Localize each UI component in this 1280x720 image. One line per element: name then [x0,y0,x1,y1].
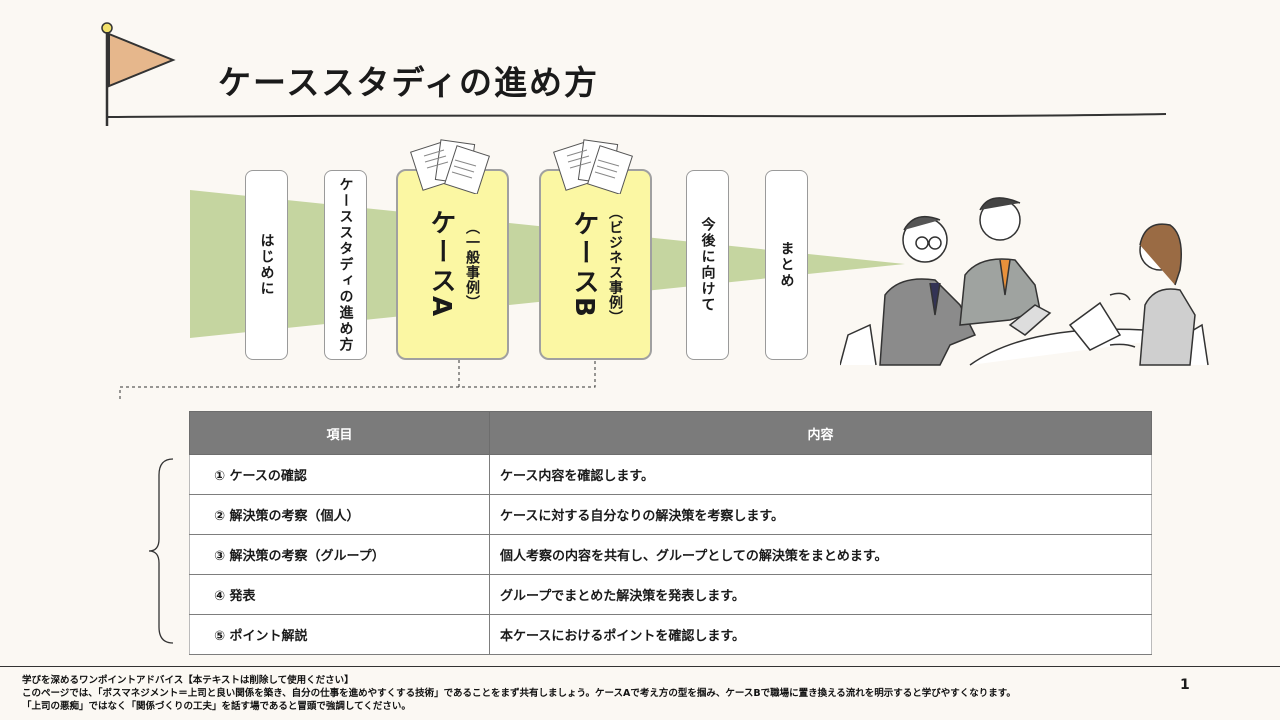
header-content: 内容 [489,411,1152,455]
stage-label: はじめに [258,233,275,297]
flag-icon [101,22,176,126]
stage-case-a: ケースA （一般事例） [396,169,509,360]
table-header-row: 項目 内容 [189,411,1152,455]
stage-label: 今後に向けて [699,217,716,313]
stage-how-to-proceed: ケーススタディの進め方 [324,170,367,360]
table-row: ② 解決策の考察（個人） ケースに対する自分なりの解決策を考察します。 [189,494,1152,535]
page-number: 1 [1180,677,1190,693]
footer-divider [0,666,1280,667]
advice-title: 学びを深めるワンポイントアドバイス【本テキストは削除して使用ください】 [22,675,354,686]
title-underline [108,113,1167,118]
case-a-label: ケースA [426,209,456,320]
header-item: 項目 [189,411,490,455]
meeting-illustration [840,197,1209,366]
steps-table: 項目 内容 ① ケースの確認 ケース内容を確認します。 ② 解決策の考察（個人）… [189,411,1152,655]
case-a-sub: （一般事例） [464,219,480,310]
table-row: ① ケースの確認 ケース内容を確認します。 [189,454,1152,495]
table-row: ④ 発表 グループでまとめた解決策を発表します。 [189,574,1152,615]
row-item: ④ 発表 [189,574,490,615]
table-row: ⑤ ポイント解説 本ケースにおけるポイントを確認します。 [189,614,1152,655]
advice-text: このページでは、「ボスマネジメント＝上司と良い関係を築き、自分の仕事を進めやすく… [22,688,1016,699]
row-item: ⑤ ポイント解説 [189,614,490,655]
row-content: ケースに対する自分なりの解決策を考察します。 [489,494,1152,535]
case-b-label: ケースB [569,209,599,320]
case-b-sub: （ビジネス事例） [607,204,623,325]
row-item: ① ケースの確認 [189,454,490,495]
row-content: 本ケースにおけるポイントを確認します。 [489,614,1152,655]
table-row: ③ 解決策の考察（グループ） 個人考察の内容を共有し、グループとしての解決策をま… [189,534,1152,575]
row-content: ケース内容を確認します。 [489,454,1152,495]
row-item: ② 解決策の考察（個人） [189,494,490,535]
stage-introduction: はじめに [245,170,288,360]
row-content: 個人考察の内容を共有し、グループとしての解決策をまとめます。 [489,534,1152,575]
stage-label: ケーススタディの進め方 [337,177,354,353]
stage-next-steps: 今後に向けて [686,170,729,360]
advice-note: 学びを深めるワンポイントアドバイス【本テキストは削除して使用ください】 このペー… [22,674,1016,713]
stage-summary: まとめ [765,170,808,360]
documents-icon [410,139,490,194]
advice-text: 「上司の悪痴」ではなく「関係づくりの工夫」を話す場であると冒頭で強調してください… [22,701,411,712]
documents-icon [553,139,633,194]
page-title: ケーススタディの進め方 [218,63,600,102]
row-content: グループでまとめた解決策を発表します。 [489,574,1152,615]
brace [148,458,174,644]
stage-case-b: ケースB （ビジネス事例） [539,169,652,360]
row-item: ③ 解決策の考察（グループ） [189,534,490,575]
stage-label: まとめ [778,241,795,289]
